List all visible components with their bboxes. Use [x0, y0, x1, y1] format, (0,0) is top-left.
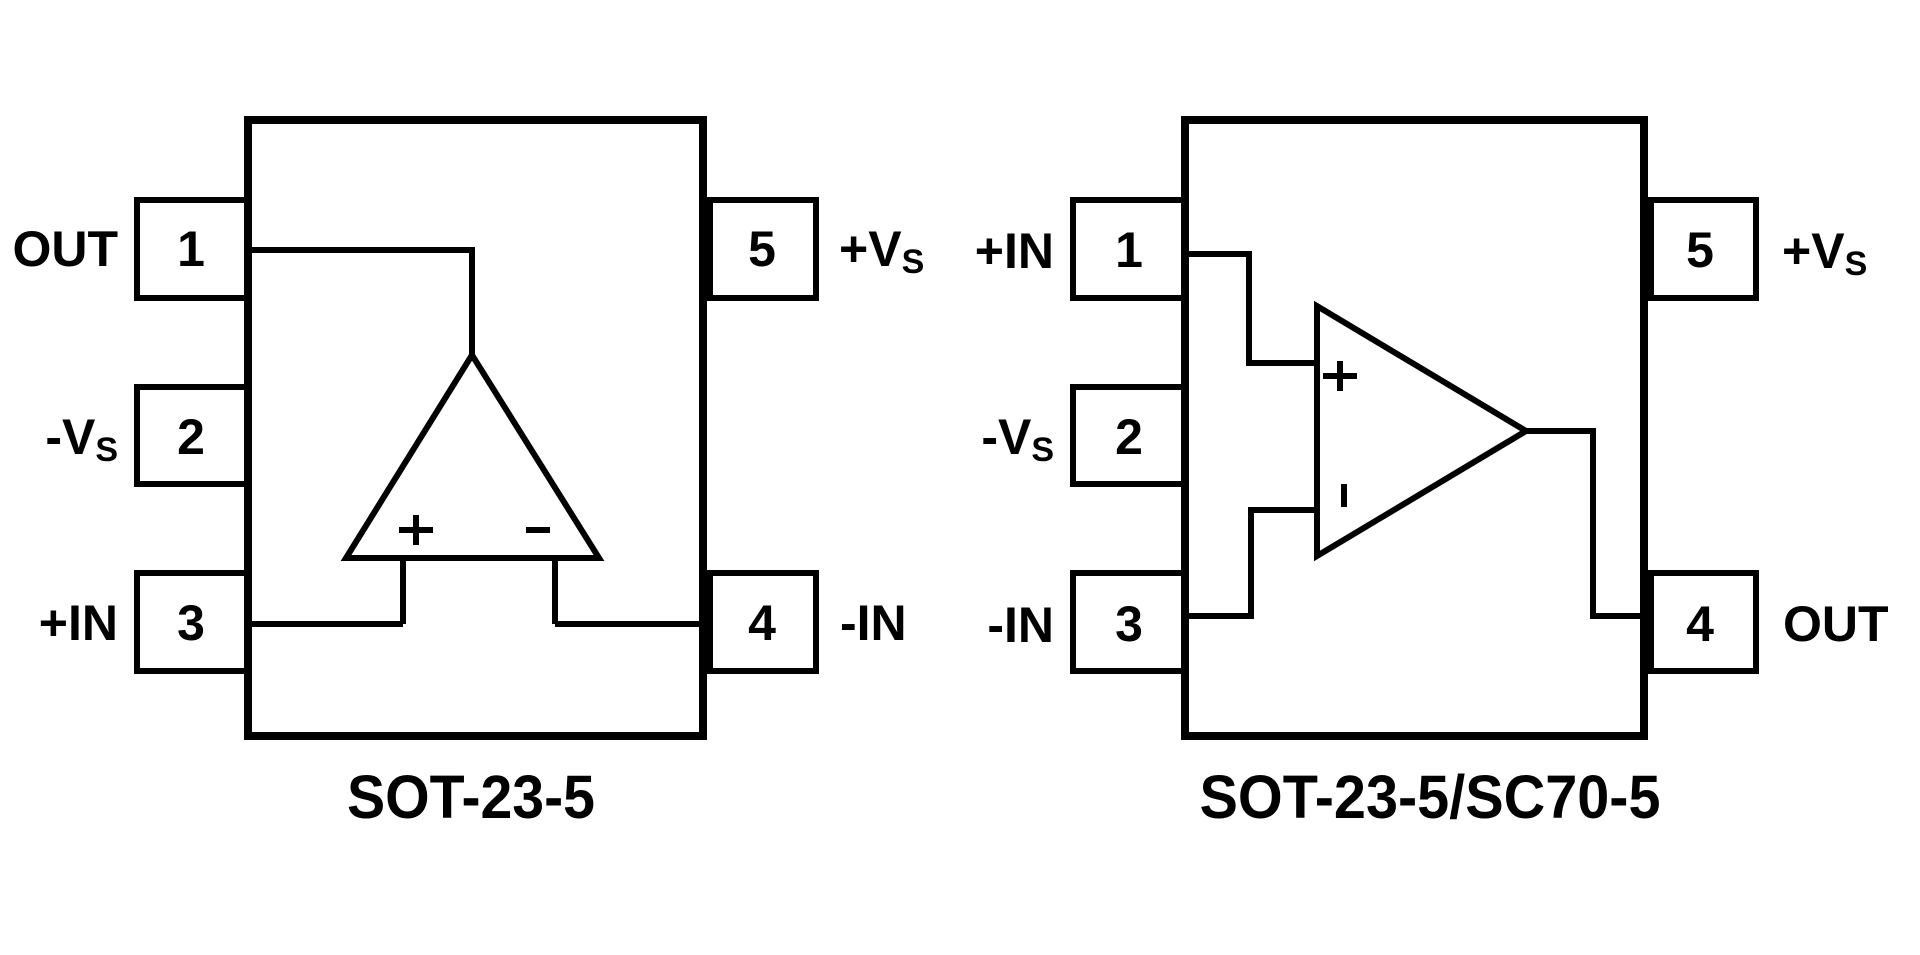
svg-text:3: 3 [1115, 596, 1143, 652]
svg-text:1: 1 [1115, 222, 1143, 278]
svg-text:-IN: -IN [987, 597, 1054, 653]
svg-text:4: 4 [1686, 596, 1714, 652]
svg-text:3: 3 [177, 595, 205, 651]
svg-text:+VS: +VS [1782, 223, 1867, 283]
svg-text:-IN: -IN [840, 595, 907, 651]
svg-text:2: 2 [177, 409, 205, 465]
svg-text:SOT-23-5: SOT-23-5 [347, 763, 595, 831]
svg-text:+IN: +IN [975, 223, 1054, 279]
svg-text:2: 2 [1115, 409, 1143, 465]
svg-text:1: 1 [177, 221, 205, 277]
svg-text:SOT-23-5/SC70-5: SOT-23-5/SC70-5 [1200, 763, 1661, 831]
svg-text:OUT: OUT [12, 221, 118, 277]
svg-text:+IN: +IN [39, 595, 118, 651]
svg-text:5: 5 [748, 221, 776, 277]
svg-text:5: 5 [1686, 222, 1714, 278]
svg-text:OUT: OUT [1783, 596, 1889, 652]
svg-text:4: 4 [748, 595, 776, 651]
